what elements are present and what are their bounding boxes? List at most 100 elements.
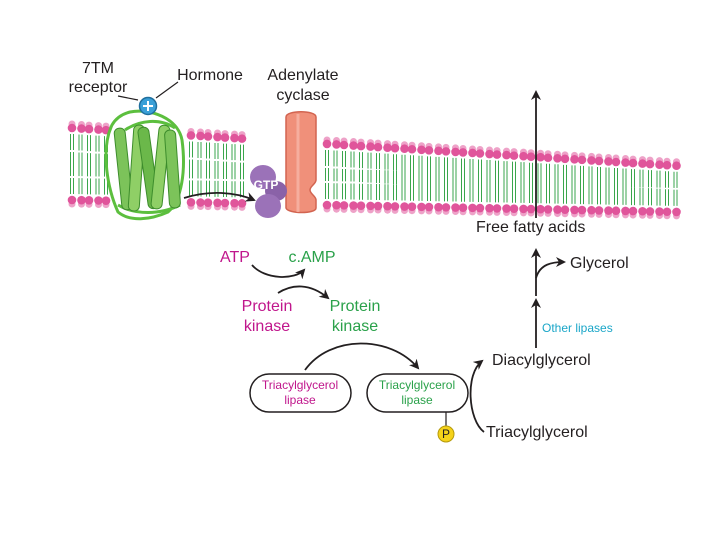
lipid-head (187, 127, 195, 135)
lipase-inactive-line1: Triacylglycerol (262, 378, 338, 392)
lipid-head (391, 140, 399, 148)
lipid-head (452, 208, 459, 216)
phosphate-group (437, 425, 455, 443)
cell-membrane (67, 120, 681, 220)
lipid-head (102, 201, 110, 209)
lipid-head (629, 211, 637, 219)
lipase-active-line2: lipase (401, 393, 433, 407)
lipid-head (442, 143, 450, 151)
lipid-head (374, 139, 382, 147)
lipid-head (503, 209, 510, 217)
lipid-head (578, 210, 586, 218)
lipid-head (629, 155, 637, 163)
lipid-head (622, 211, 629, 219)
lipid-head (527, 149, 535, 157)
lipid-head (622, 155, 629, 163)
lipid-head (95, 122, 102, 130)
protein-kinase-active-line2: kinase (332, 318, 378, 335)
lipid-head (544, 150, 552, 158)
lipid-head (357, 138, 365, 146)
lipid-head (214, 203, 221, 211)
lipid-head (425, 142, 433, 150)
lipid-head (663, 157, 671, 165)
lipid-head (561, 151, 569, 159)
lipid-head (656, 212, 663, 220)
lipid-head (68, 120, 76, 128)
lipase-active-capsule (366, 373, 469, 413)
lipid-head (85, 121, 93, 129)
lipid-head (663, 212, 671, 220)
lipid-head (503, 147, 510, 155)
lipid-head (459, 208, 467, 216)
lipid-head (673, 212, 680, 220)
protein-kinase-inactive-line1: Protein (242, 298, 293, 315)
lipid-head (357, 206, 365, 214)
lipid-head (238, 203, 246, 211)
lipid-head (231, 130, 238, 138)
lipid-head (442, 207, 450, 215)
lipid-head (391, 206, 399, 214)
lipid-head (476, 146, 484, 153)
lipid-head (197, 128, 204, 136)
lipid-head (459, 144, 467, 152)
lipid-head (95, 201, 102, 209)
receptor-label-line2: receptor (69, 79, 128, 96)
lipid-head (425, 207, 433, 215)
lipid-head (187, 202, 195, 210)
atp-label: ATP (220, 249, 250, 266)
lipid-head (418, 207, 425, 215)
lipid-head (588, 210, 595, 218)
diacylglycerol-label: Diacylglycerol (492, 352, 591, 369)
lipid-head (231, 203, 238, 211)
lipase-inactive-capsule (249, 373, 352, 413)
camp-label: c.AMP (288, 249, 335, 266)
cyclase-label-line1: Adenylate (267, 67, 338, 84)
lipid-head (595, 210, 603, 218)
lipid-head (214, 129, 221, 137)
protein-kinase-active-line1: Protein (330, 298, 381, 315)
lipid-head (639, 156, 646, 164)
lipid-head (544, 209, 552, 217)
atp-to-camp-arrow (251, 264, 306, 280)
lipid-head (435, 143, 442, 151)
lipid-head (333, 136, 340, 144)
lipid-head (384, 206, 391, 214)
lipid-head (656, 157, 663, 165)
lipid-head (605, 153, 612, 161)
cyclase-label-line2: cyclase (276, 87, 329, 104)
lipid-head (605, 211, 612, 219)
lipid-head (221, 130, 229, 138)
lipid-head (408, 141, 416, 149)
lipid-head (588, 152, 595, 160)
lipid-head (340, 137, 348, 145)
lipid-head (527, 209, 535, 217)
lipid-head (340, 205, 348, 213)
free-fatty-acids-label: Free fatty acids (476, 219, 585, 236)
glycerol-branch-arrow (535, 257, 566, 279)
lipid-heads (67, 120, 681, 220)
phosphate-label: P (442, 427, 450, 441)
lipid-head (554, 150, 561, 158)
lipase-activation-arrow (304, 342, 420, 371)
other-lipases-label: Other lipases (542, 321, 613, 335)
tag-to-dag-arrow (469, 359, 485, 433)
lipase-active-line1: Triacylglycerol (379, 378, 455, 392)
receptor-leader-line (117, 95, 139, 101)
lipid-head (469, 208, 476, 216)
lipid-head (510, 209, 518, 217)
lipid-head (350, 206, 357, 214)
glycerol-label: Glycerol (570, 255, 629, 272)
lipid-head (78, 121, 85, 129)
lipid-head (408, 207, 416, 215)
protein-kinase-inactive-line2: kinase (244, 318, 290, 335)
lipid-head (612, 154, 620, 162)
lipid-head (374, 206, 382, 214)
lipid-head (102, 122, 110, 130)
lipase-inactive-line2: lipase (284, 393, 316, 407)
lipid-head (238, 131, 246, 139)
lipid-head (418, 142, 425, 150)
lipid-head (520, 209, 527, 217)
lipid-head (578, 152, 586, 160)
lipid-head (646, 211, 654, 219)
